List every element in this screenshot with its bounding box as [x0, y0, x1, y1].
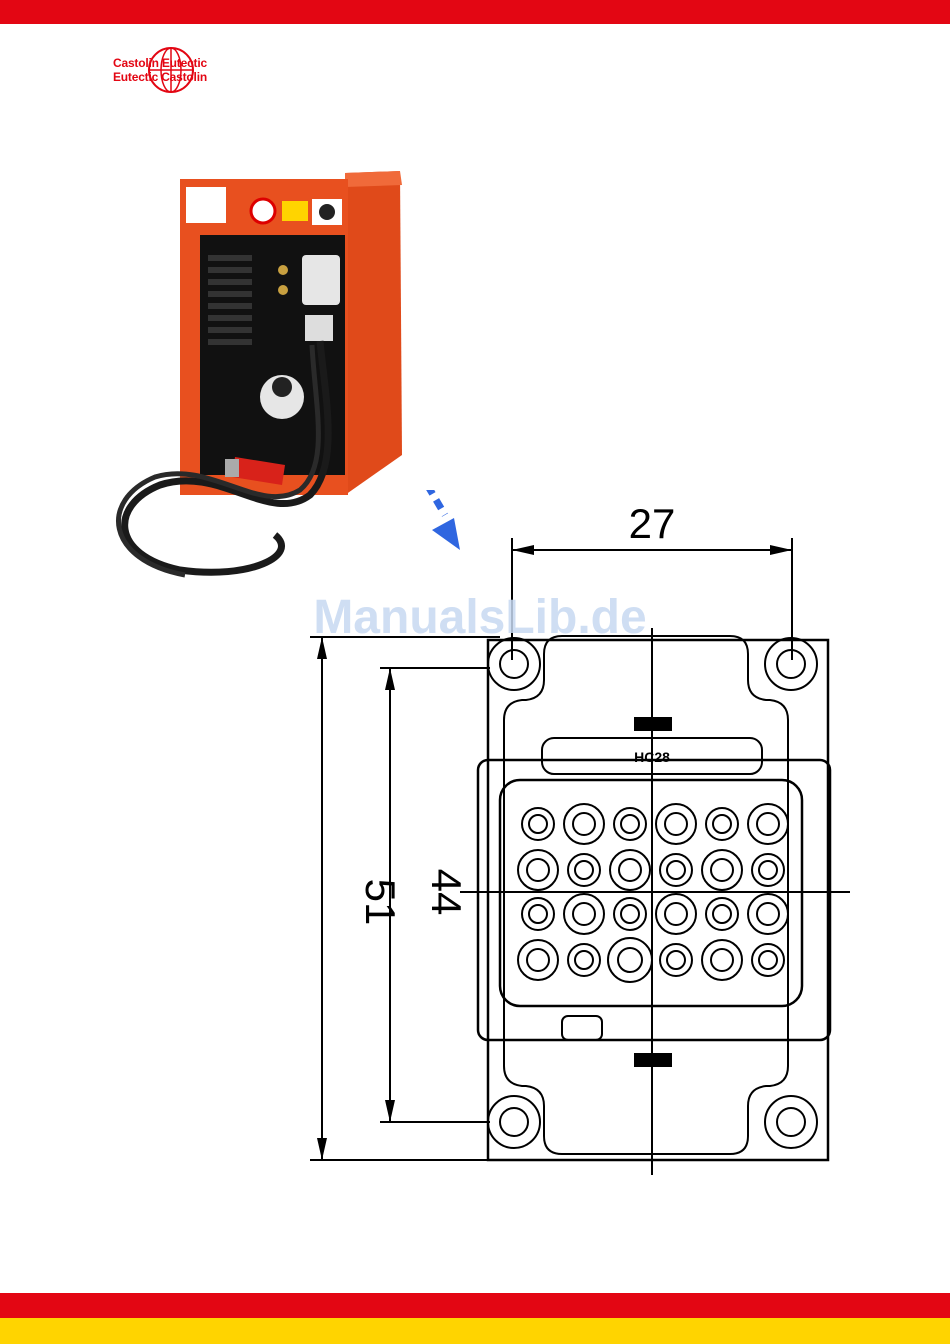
- dimension-outer-height-label: 51: [357, 879, 404, 926]
- bottom-red-bar: [0, 1293, 950, 1318]
- bottom-yellow-bar: [0, 1318, 950, 1344]
- connector-dimension-drawing: 27 51 44 HC28: [300, 490, 860, 1190]
- connector-code-label: HC28: [634, 749, 670, 765]
- brand-logo: Castolin Eutectic Eutectic Castolin: [108, 44, 234, 96]
- pointer-arrow-head-icon: [432, 518, 460, 550]
- pointer-arrow-line: [315, 490, 445, 515]
- dimension-inner-height-label: 44: [423, 869, 470, 916]
- logo-line-1: Castolin Eutectic: [113, 56, 207, 70]
- top-red-bar: [0, 0, 950, 24]
- dimension-width-label: 27: [629, 500, 676, 547]
- logo-line-2: Eutectic Castolin: [113, 70, 207, 84]
